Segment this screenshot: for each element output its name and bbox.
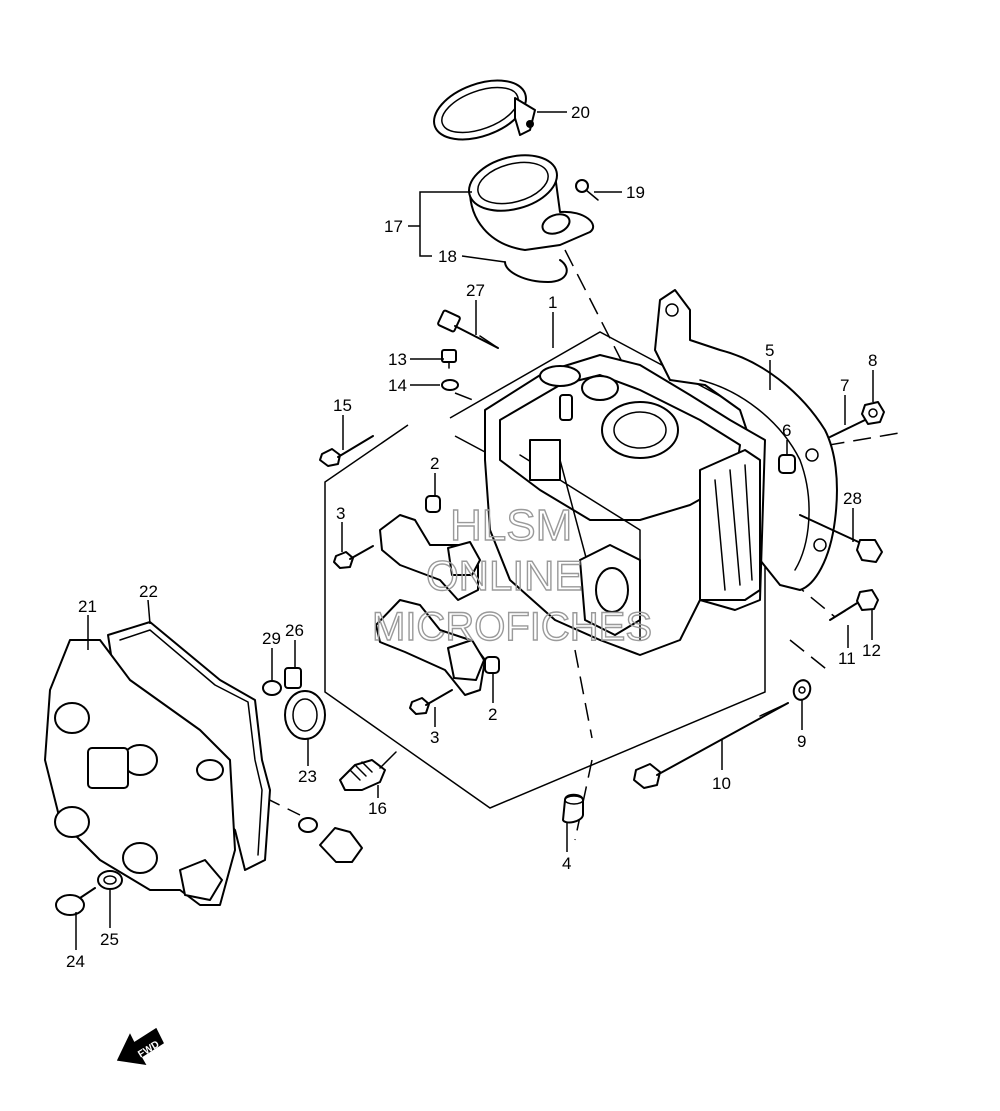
washer-part-9 xyxy=(792,679,812,701)
dowel-part-6 xyxy=(778,454,796,474)
bolt-part-10 xyxy=(633,702,789,789)
callout-28: 28 xyxy=(843,489,862,508)
dowel-part-2-upper xyxy=(425,495,441,513)
plug-cap xyxy=(298,817,363,863)
screw-part-19 xyxy=(575,179,599,201)
fwd-arrow-icon: FWD xyxy=(116,1027,164,1065)
leader-lines xyxy=(75,111,874,950)
callout-17: 17 xyxy=(384,217,403,236)
bolt-part-28 xyxy=(799,514,883,563)
watermark-line-3: MICROFICHES xyxy=(372,605,652,649)
watermark-line-1: HLSM xyxy=(450,501,572,550)
callout-3-lower: 3 xyxy=(430,728,439,747)
callout-29: 29 xyxy=(262,629,281,648)
bolt-part-27 xyxy=(437,309,499,349)
callout-9: 9 xyxy=(797,732,806,751)
callout-12: 12 xyxy=(862,641,881,660)
callout-27: 27 xyxy=(466,281,485,300)
cam-holder-lower xyxy=(375,599,486,696)
bolt-part-15 xyxy=(319,435,374,467)
o-ring-part-18 xyxy=(504,259,568,283)
callout-labels: 20 19 17 18 27 1 13 14 5 8 7 15 6 2 28 3… xyxy=(66,103,881,971)
watermark-line-2: ONLINE xyxy=(426,552,582,599)
stud-part-7 xyxy=(829,419,866,438)
callout-15: 15 xyxy=(333,396,352,415)
dowel-part-2-lower xyxy=(484,656,500,674)
callout-2-lower: 2 xyxy=(488,705,497,724)
washer-part-14 xyxy=(441,379,459,391)
watermark: HLSM ONLINE MICROFICHES xyxy=(371,500,652,649)
spark-plug-part-16 xyxy=(339,751,397,791)
callout-4: 4 xyxy=(562,854,571,873)
bolt-part-24 xyxy=(55,887,96,916)
callout-7: 7 xyxy=(840,376,849,395)
intake-pipe-part-17 xyxy=(468,154,595,251)
callout-20: 20 xyxy=(571,103,590,122)
callout-14: 14 xyxy=(388,376,407,395)
callout-5: 5 xyxy=(765,341,774,360)
callout-18: 18 xyxy=(438,247,457,266)
callout-6: 6 xyxy=(782,421,791,440)
sleeve-part-26 xyxy=(284,667,302,689)
nut-part-12 xyxy=(856,589,879,611)
callout-24: 24 xyxy=(66,952,85,971)
callout-11: 11 xyxy=(838,649,856,668)
callout-21: 21 xyxy=(78,597,97,616)
callout-26: 26 xyxy=(285,621,304,640)
callout-16: 16 xyxy=(368,799,387,818)
gasket-part-5 xyxy=(654,289,838,591)
head-cover-part-21 xyxy=(44,639,236,906)
cam-holder-upper xyxy=(379,514,481,601)
nut-part-8 xyxy=(861,401,885,425)
callout-23: 23 xyxy=(298,767,317,786)
dowel-part-4 xyxy=(562,793,584,824)
callout-25: 25 xyxy=(100,930,119,949)
seal-part-23 xyxy=(284,690,326,740)
stud-part-11 xyxy=(829,599,863,621)
bolt-part-3-lower xyxy=(409,689,453,715)
washer-part-29 xyxy=(262,680,282,696)
callout-10: 10 xyxy=(712,774,731,793)
cylinder-head-part-1 xyxy=(484,354,766,656)
callout-3-upper: 3 xyxy=(336,504,345,523)
callout-22: 22 xyxy=(139,582,158,601)
clamp-part-20 xyxy=(433,79,536,141)
bolt-part-3-upper xyxy=(333,545,374,569)
callout-1: 1 xyxy=(548,293,557,312)
callout-13: 13 xyxy=(388,350,407,369)
callout-8: 8 xyxy=(868,351,877,370)
washer-part-25 xyxy=(97,870,123,890)
bolt-part-13 xyxy=(441,349,457,369)
callout-19: 19 xyxy=(626,183,645,202)
callout-2-upper: 2 xyxy=(430,454,439,473)
